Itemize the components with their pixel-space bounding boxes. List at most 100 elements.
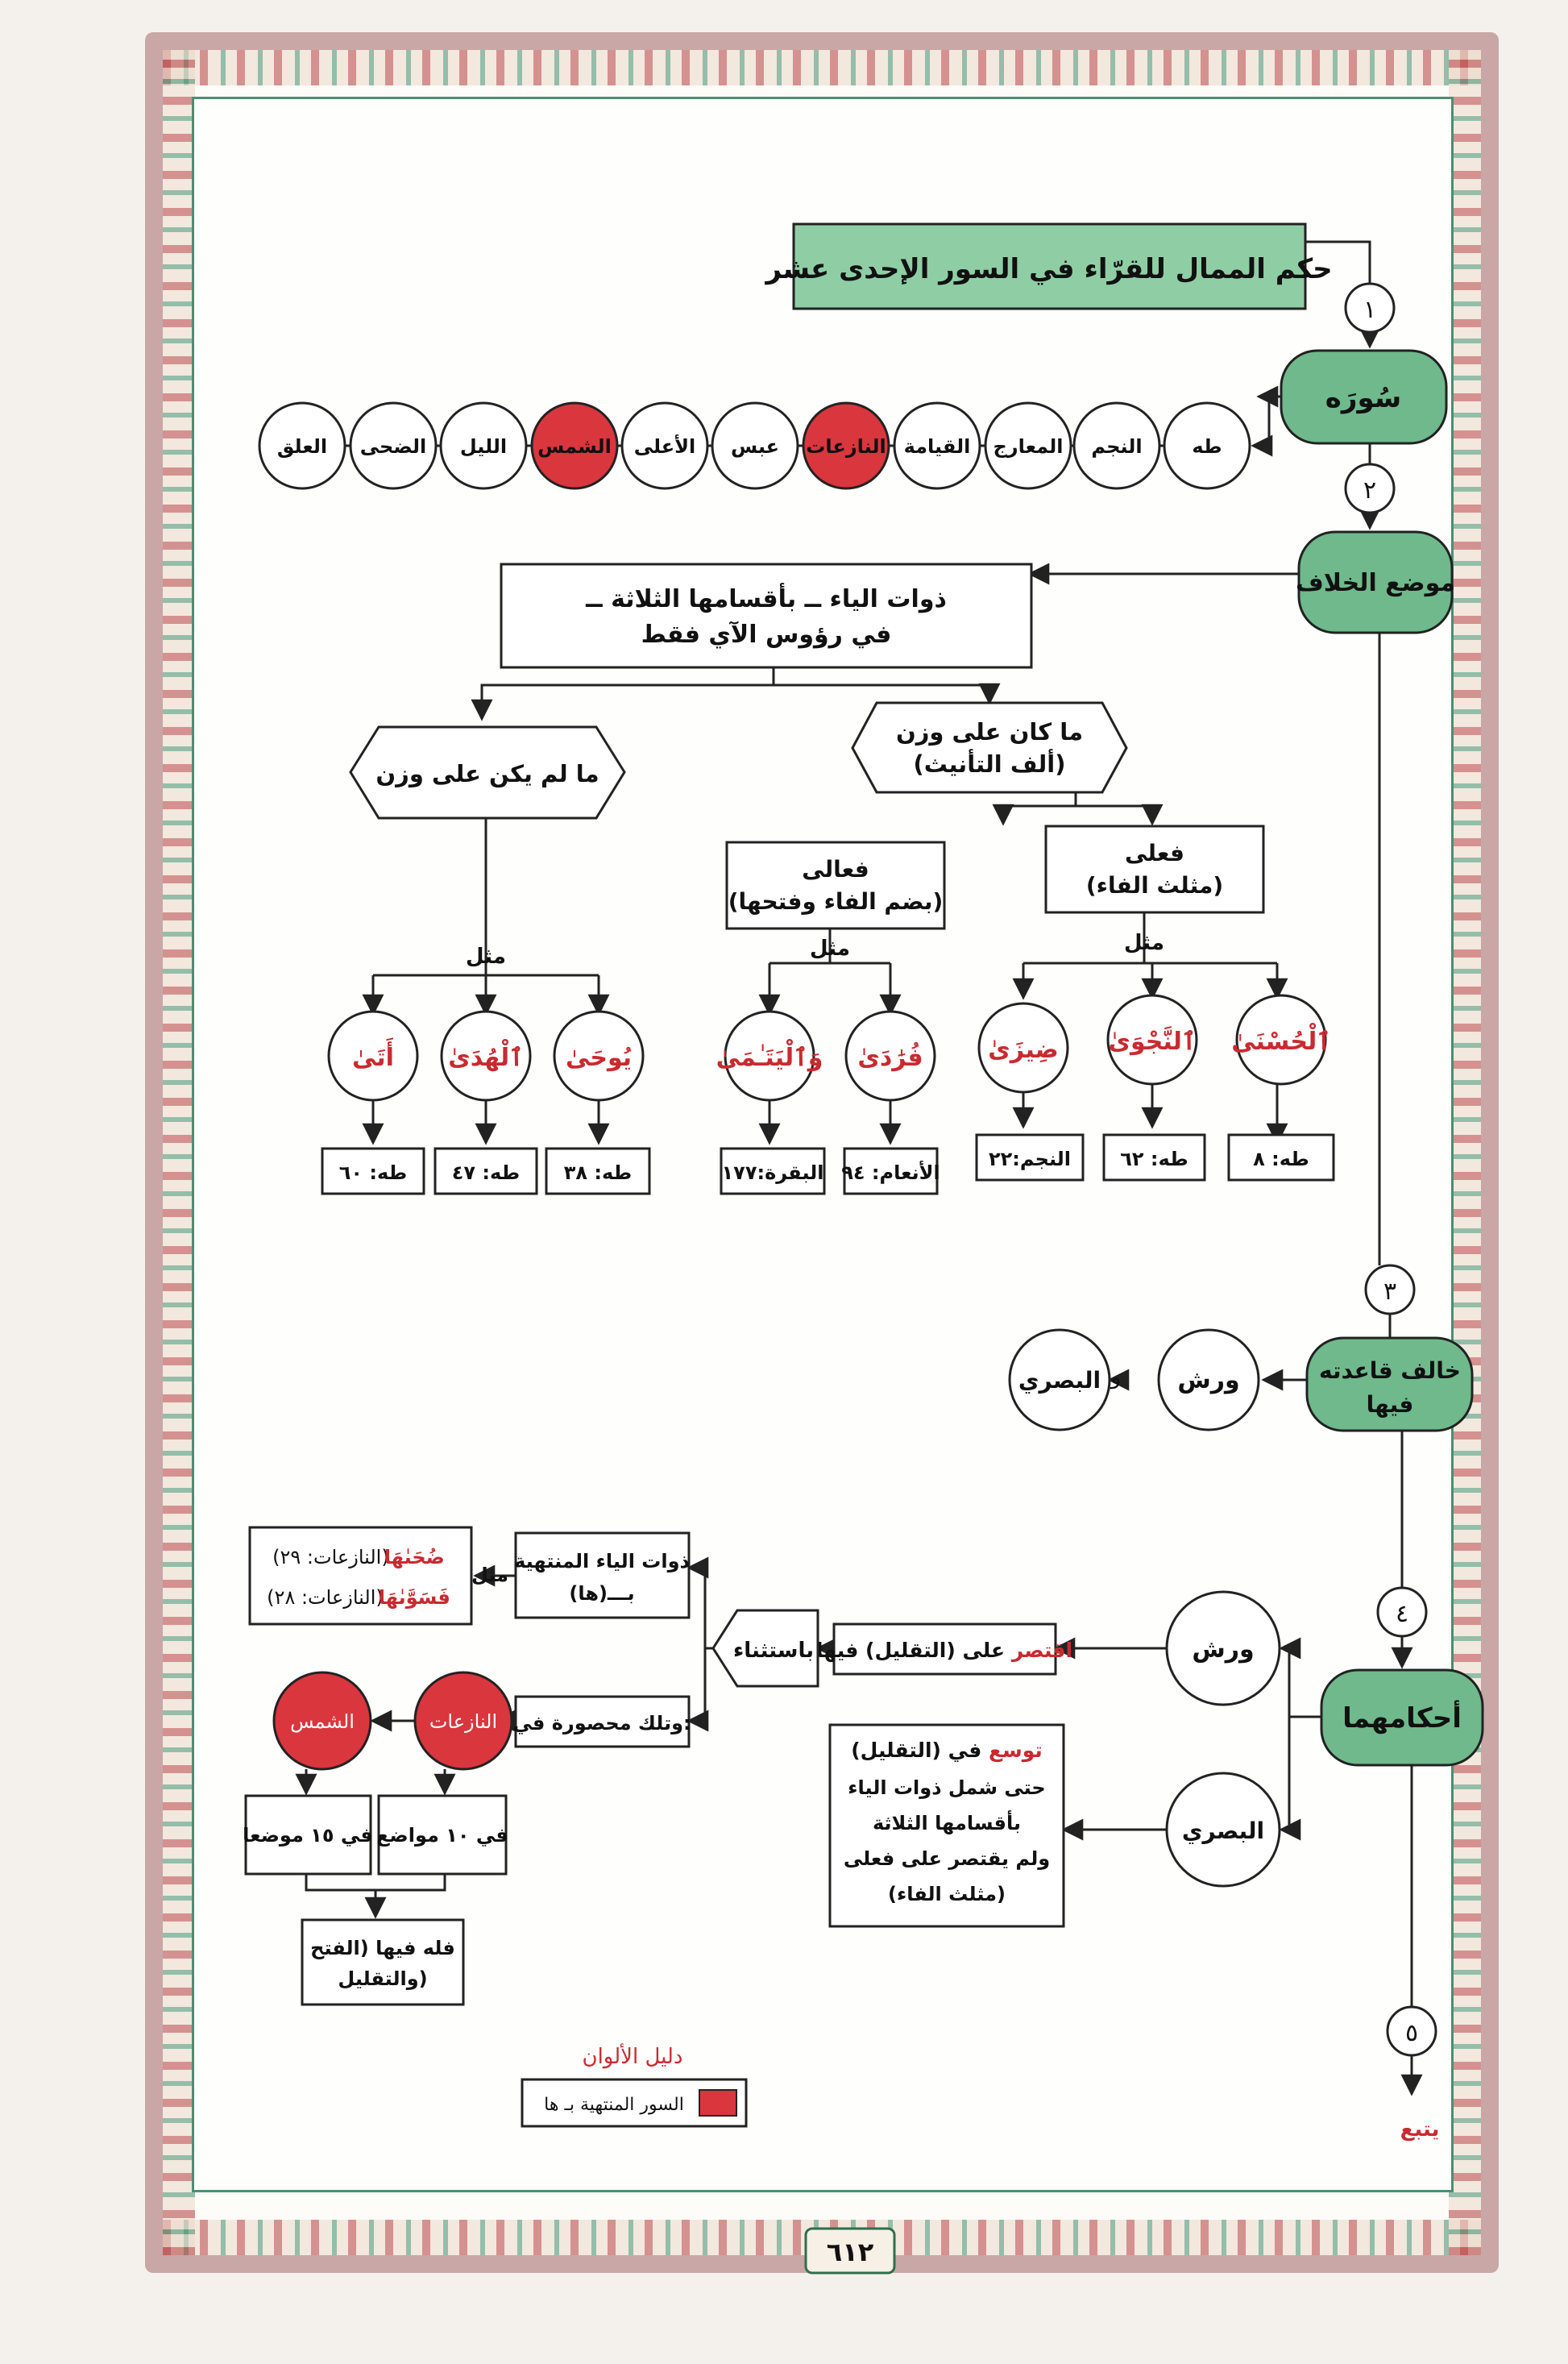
tawassa-rest: في (التقليل): [851, 1739, 989, 1762]
title-text: حكم الممال للقرّاء في السور الإحدى عشر: [764, 253, 1332, 285]
mithal-3: مثل: [466, 945, 506, 969]
border-ornament-right: [1449, 50, 1481, 2255]
surah-circle-7: [530, 401, 619, 490]
tawassa-red: توسع: [989, 1739, 1043, 1763]
ref-box-4: [720, 1147, 826, 1195]
surah-circle-4: [802, 401, 890, 490]
step-circles: ١ ٢ ٣ ٤ ٥: [1344, 282, 1437, 2057]
ref-4: البقرة:١٧٧: [722, 1161, 824, 1184]
khalaf-label-1: خالف قاعدته: [1319, 1357, 1461, 1384]
mithal-2: مثل: [810, 937, 850, 961]
surah-label-5: عبس: [731, 435, 779, 458]
tawassa-3: بأقسامها الثلاثة: [873, 1810, 1021, 1834]
svg-text:فَسَوَّىٰهَا(النازعات: ٢٨): فَسَوَّىٰهَا(النازعات: ٢٨): [267, 1586, 450, 1609]
tawassa-2: حتى شمل ذوات الياء: [848, 1776, 1045, 1799]
ref-box-2: [975, 1133, 1085, 1182]
continue-label: يتبع: [1400, 2117, 1440, 2142]
step-5: ٥: [1405, 2019, 1418, 2047]
fuala2-1: فعالى: [802, 856, 869, 883]
surah-chain: طهالنجمالمعارجالقيامةالنازعاتعبسالأعلىال…: [258, 395, 1280, 490]
fuala-box: فعلى (مثلث الفاء): [1044, 825, 1265, 914]
title-box: حكم الممال للقرّاء في السور الإحدى عشر: [764, 222, 1333, 310]
surah-circle-3: [893, 401, 981, 490]
word-circle-4: [724, 1010, 815, 1102]
fuala2-box: فعالى (بضم الفاء وفتحها): [725, 841, 946, 930]
fath-2: والتقليل): [338, 1967, 427, 1990]
ref-box-6: [433, 1147, 538, 1195]
surah-label-1: النجم: [1091, 435, 1142, 458]
surah-circle-9: [349, 401, 438, 490]
word-circle-6: [440, 1010, 532, 1102]
khilaf-label: موضع الخلاف: [1296, 569, 1455, 597]
svg-text:توسع في (التقليل): توسع في (التقليل): [851, 1739, 1043, 1763]
word-5: يُوحَىٰ: [566, 1044, 632, 1072]
word-circle-0: [1235, 994, 1327, 1086]
word-circle-2: [977, 1002, 1069, 1094]
dhawat-line-2: في رؤوس الآي فقط: [641, 621, 892, 649]
border-ornament-top: [163, 50, 1481, 85]
green-nodes: سُورَه موضع الخلاف خالف قاعدته فيها أحكا…: [1280, 349, 1484, 1767]
dhawat-box: ذوات الياء ــ بأقسامها الثلاثة ــ في رؤو…: [500, 563, 1033, 669]
mithal-1: مثل: [1124, 931, 1164, 955]
ref-6: طه: ٤٧: [452, 1161, 520, 1184]
surah-label-9: الضحى: [360, 435, 426, 458]
ref-box-0: [1227, 1133, 1335, 1182]
dhawat-ha-2: بـــ(ها): [569, 1582, 634, 1605]
surah-label-10: العلق: [277, 435, 327, 458]
ref-0: طه: ٨: [1253, 1148, 1309, 1170]
ex1-word: ضُحَىٰهَا: [384, 1546, 445, 1568]
ex1-ref: (النازعات: ٢٩): [272, 1546, 389, 1568]
mithal-4: مثل: [471, 1564, 508, 1586]
step-4: ٤: [1396, 1600, 1408, 1628]
warsh-ahkam: ورش: [1192, 1635, 1254, 1664]
word-6: ٱلْهُدَىٰ: [448, 1039, 523, 1072]
surah-label-2: المعارج: [993, 435, 1064, 458]
fuala2-2: (بضم الفاء وفتحها): [728, 888, 944, 915]
hex-right-2: (ألف التأنيث): [914, 749, 1066, 778]
ref-2: النجم:٢٢: [989, 1148, 1071, 1170]
surah-label-7: الشمس: [537, 435, 612, 458]
fuala-1: فعلى: [1125, 840, 1184, 866]
hex-right-1: ما كان على وزن: [896, 718, 1083, 746]
surah-circle-1: [1072, 401, 1161, 490]
svg-text:اقتصر على (التقليل) فيها: اقتصر على (التقليل) فيها: [816, 1639, 1072, 1663]
mawadi10: في ١٠ مواضع: [376, 1824, 508, 1847]
ref-3: الأنعام: ٩٤: [841, 1161, 940, 1184]
dhawat-ha-1: ذوات الياء المنتهية: [514, 1550, 690, 1573]
khalaf-label-2: فيها: [1367, 1391, 1414, 1418]
word-2: ضِيزَىٰ: [988, 1036, 1058, 1064]
word-4: وَٱلْيَتَـٰمَىٰ: [716, 1039, 823, 1072]
wa-label: و: [1110, 1365, 1122, 1390]
naziat-circle: النازعات: [429, 1710, 497, 1733]
surah-circle-10: [258, 401, 346, 490]
surah-circle-5: [711, 401, 799, 490]
surah-circle-2: [984, 401, 1072, 490]
step-2: ٢: [1363, 476, 1376, 505]
iqtasar-red: اقتصر: [1010, 1639, 1072, 1663]
ahkam-branch: ورش البصري اقتصر على (التقليل) فيها باست…: [243, 1526, 1281, 2006]
iqtasar-rest: على (التقليل) فيها: [816, 1639, 1012, 1663]
fath-1: فله فيها (الفتح: [310, 1937, 455, 1959]
ref-5: طه: ٣٨: [564, 1161, 632, 1184]
svg-text:ضُحَىٰهَا(النازعات: ٢٩): ضُحَىٰهَا(النازعات: ٢٩): [272, 1546, 445, 1568]
step-3: ٣: [1383, 1278, 1396, 1306]
word-1: ٱلنَّجْوَىٰ: [1108, 1026, 1196, 1056]
page-number: ٦١٢: [827, 2237, 874, 2267]
legend-item: السور المنتهية بـ ها: [544, 2095, 684, 2115]
ref-box-1: [1102, 1133, 1206, 1182]
page-number-box: ٦١٢: [804, 2227, 896, 2275]
word-circle-1: [1106, 994, 1198, 1086]
dhawat-line-1: ذوات الياء ــ بأقسامها الثلاثة ــ: [585, 583, 947, 613]
border-ornament-left: [163, 50, 195, 2255]
ref-box-3: [843, 1147, 939, 1195]
ref-box-5: [545, 1147, 651, 1195]
surah-label: سُورَه: [1325, 382, 1401, 414]
shams-circle: الشمس: [290, 1710, 355, 1733]
basri-ahkam: البصري: [1182, 1818, 1264, 1844]
legend: دليل الألوان السور المنتهية بـ ها: [521, 2042, 748, 2128]
surah-label-3: القيامة: [904, 435, 971, 458]
legend-swatch: [699, 2089, 737, 2117]
legend-title: دليل الألوان: [582, 2042, 682, 2069]
